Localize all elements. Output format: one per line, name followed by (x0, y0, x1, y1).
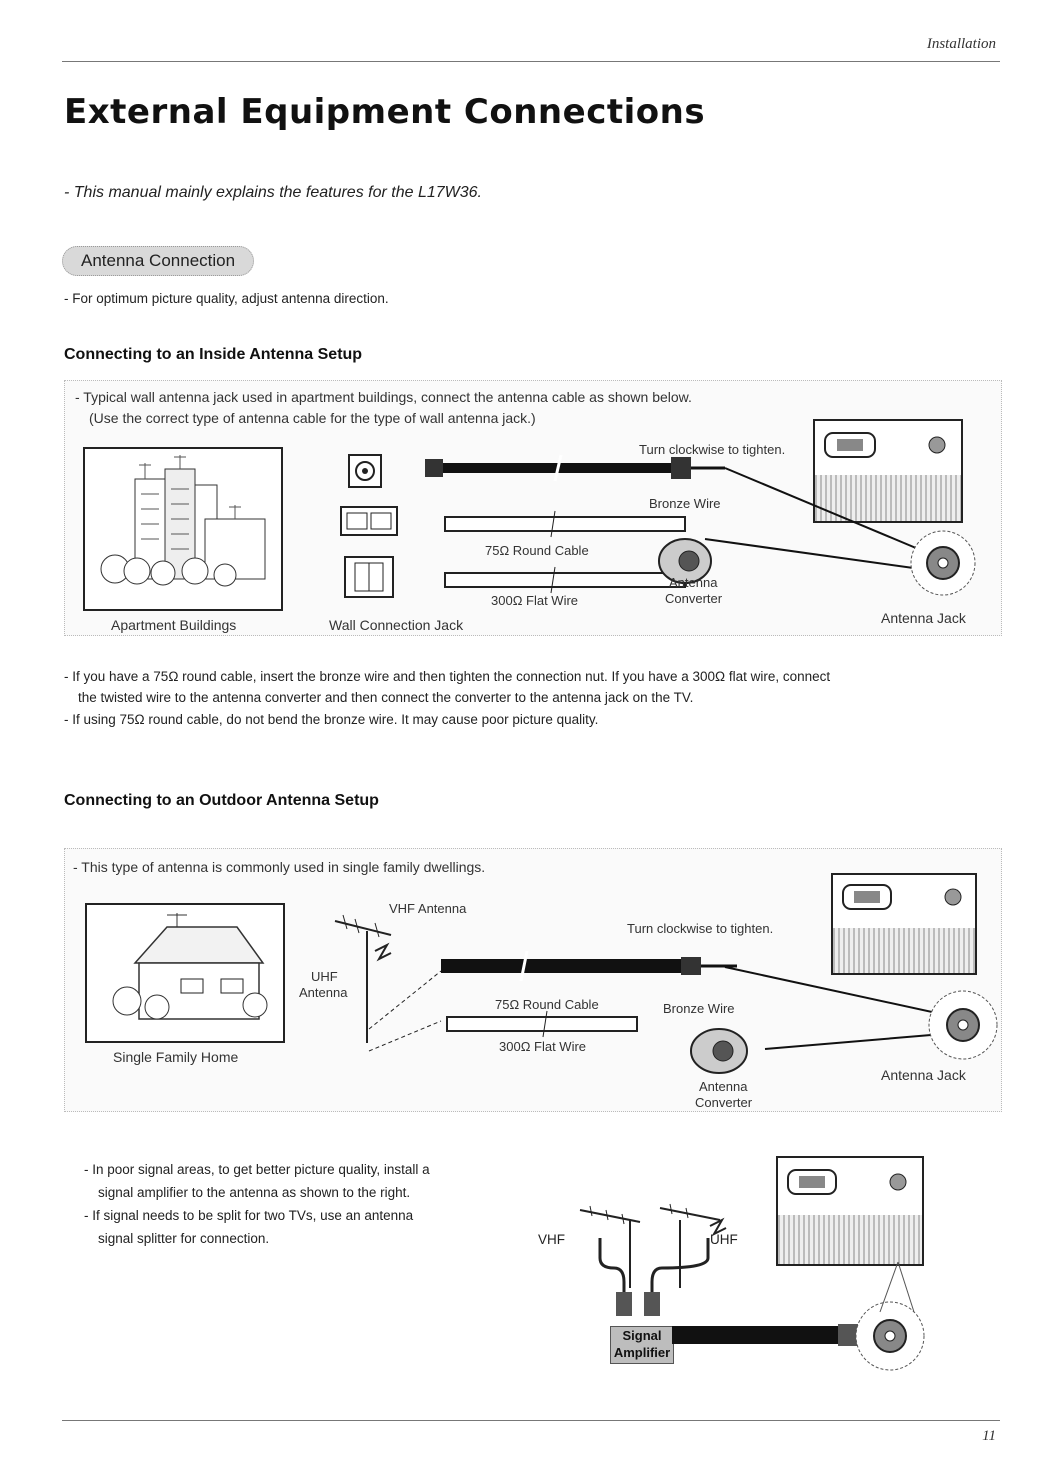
outdoor-converter-label-2: Converter (695, 1095, 753, 1110)
outdoor-fig-note: - This type of antenna is commonly used … (73, 859, 486, 875)
outdoor-connection-lines (724, 966, 998, 1060)
converter-label-2: Converter (665, 591, 723, 606)
antenna-intro: - For optimum picture quality, adjust an… (64, 291, 389, 306)
outdoor-round-label: 75Ω Round Cable (495, 997, 599, 1012)
connection-lines (704, 467, 976, 596)
inside-diagram: - Typical wall antenna jack used in apar… (64, 380, 1002, 636)
home-label: Single Family Home (113, 1049, 239, 1065)
apartment-label: Apartment Buildings (111, 617, 237, 633)
apartment-buildings-icon (100, 455, 266, 587)
cable-drawings (425, 454, 725, 594)
inside-note-1: - If you have a 75Ω round cable, insert … (64, 669, 831, 684)
amp-jack-callout (879, 1261, 915, 1313)
amplifier-cable (672, 1301, 925, 1371)
outdoor-cable-drawings (441, 950, 737, 1038)
amp-uhf-label: UHF (710, 1232, 738, 1247)
outdoor-tv-connectors-icon (842, 884, 962, 910)
page-subtitle: - This manual mainly explains the featur… (64, 184, 482, 201)
wall-jack-label: Wall Connection Jack (329, 617, 464, 633)
amp-tv-back-panel (776, 1156, 924, 1266)
inside-fig-note-1: - Typical wall antenna jack used in apar… (75, 389, 692, 405)
footer-rule (62, 1420, 1000, 1421)
house-icon (112, 913, 268, 1020)
amplifier-note-1: - In poor signal areas, to get better pi… (84, 1162, 430, 1177)
outdoor-converter-label-1: Antenna (699, 1079, 748, 1094)
signal-amplifier-box: Signal Amplifier (610, 1326, 674, 1364)
amp-vhf-label: VHF (538, 1232, 565, 1247)
inside-heading: Connecting to an Inside Antenna Setup (64, 346, 363, 363)
bronze-wire-label: Bronze Wire (649, 496, 721, 511)
page-number: 11 (982, 1428, 996, 1444)
amp-tv-connectors-icon (787, 1169, 907, 1195)
apartment-illustration (83, 447, 283, 611)
vhf-antenna-label: VHF Antenna (389, 901, 467, 916)
tv-connectors-icon (824, 432, 946, 458)
amp-label-1: Signal (622, 1328, 662, 1343)
inside-note-1b: the twisted wire to the antenna converte… (78, 690, 694, 705)
amplifier-note-2b: signal splitter for connection. (98, 1231, 270, 1246)
section-label: Installation (926, 36, 996, 52)
amplifier-note-2: - If signal needs to be split for two TV… (84, 1208, 414, 1223)
amplifier-note-1b: signal amplifier to the antenna as shown… (98, 1185, 411, 1200)
inside-note-2: - If using 75Ω round cable, do not bend … (64, 712, 599, 727)
outdoor-bronze-label: Bronze Wire (663, 1001, 735, 1016)
outdoor-flat-label: 300Ω Flat Wire (499, 1039, 587, 1054)
uhf-label-2: Antenna (299, 985, 348, 1000)
flat-wire-label: 300Ω Flat Wire (491, 593, 579, 608)
outdoor-diagram: - This type of antenna is commonly used … (64, 848, 1002, 1112)
round-cable-label: 75Ω Round Cable (485, 543, 589, 558)
wall-jack-icons (340, 454, 398, 598)
house-illustration (85, 903, 285, 1043)
amp-label-2: Amplifier (613, 1345, 671, 1360)
antenna-connection-pill: Antenna Connection (62, 246, 255, 276)
page-title: External Equipment Connections (64, 92, 706, 132)
outdoor-converter-icon (690, 1028, 748, 1074)
outdoor-heading: Connecting to an Outdoor Antenna Setup (64, 792, 379, 809)
outdoor-turn-label: Turn clockwise to tighten. (627, 921, 774, 936)
uhf-label-1: UHF (311, 969, 338, 984)
antenna-converter-icon (658, 538, 712, 584)
antenna-jack-label: Antenna Jack (881, 610, 966, 626)
outdoor-tv-back-panel (831, 873, 977, 975)
tv-back-panel (813, 419, 963, 523)
turn-label: Turn clockwise to tighten. (639, 442, 786, 457)
converter-label-1: Antenna (669, 575, 718, 590)
outdoor-antenna-jack-label: Antenna Jack (881, 1067, 966, 1083)
amplifier-antennas-icon (579, 1203, 727, 1316)
inside-fig-note-2: (Use the correct type of antenna cable f… (89, 410, 536, 426)
header-rule (62, 61, 1000, 62)
outdoor-antenna-icon (334, 914, 442, 1052)
